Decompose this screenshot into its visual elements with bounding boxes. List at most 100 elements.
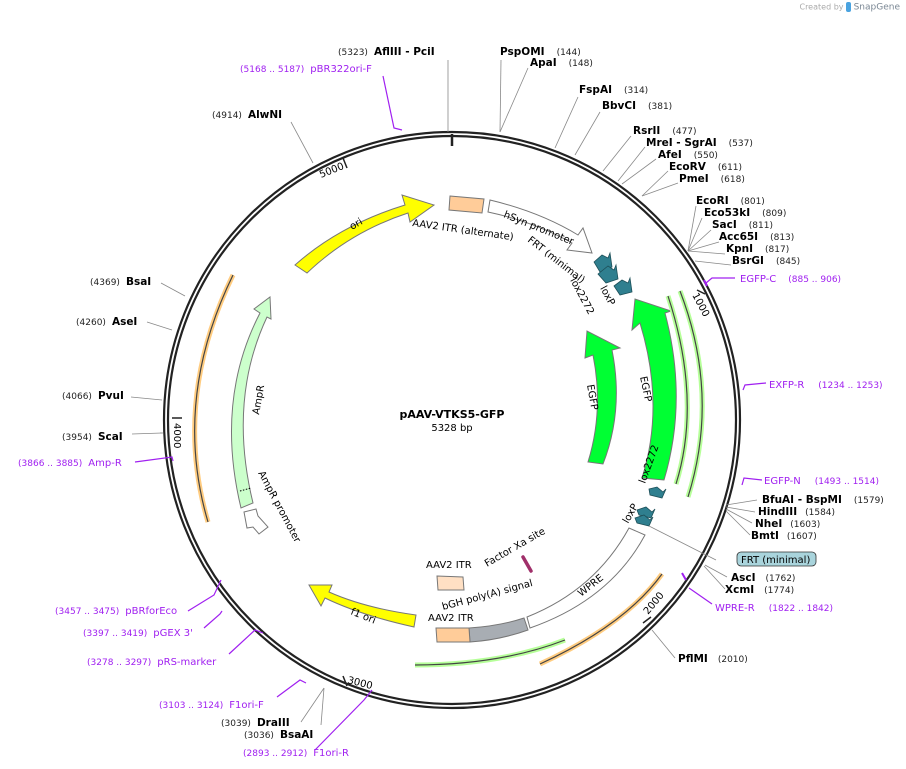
primer-name-pbr322ori-f: pBR322ori-F: [310, 64, 372, 75]
svg-text:XcmI(1774): XcmI(1774): [725, 584, 794, 596]
svg-text:PflMI(2010): PflMI(2010): [678, 653, 748, 665]
svg-text:MreI - SgrAI(537): MreI - SgrAI(537): [646, 137, 753, 149]
feature-ampr-promoter[interactable]: AmpR promoter: [243, 469, 303, 545]
tick-4000: 4000: [171, 423, 182, 448]
primer-name-egfp-c: EGFP-C: [740, 274, 776, 285]
svg-text:FspAI(314): FspAI(314): [579, 84, 648, 96]
enzyme-name-saci: SacI: [712, 219, 737, 231]
plasmid-name: pAAV-VTKS5-GFP: [400, 408, 505, 421]
feature-itr-inner-label: AAV2 ITR: [426, 560, 472, 571]
feature-factor-xa-site[interactable]: Factor Xa site: [483, 526, 547, 573]
svg-text:(3866 .. 3885)Amp-R: (3866 .. 3885)Amp-R: [18, 458, 122, 469]
enzyme-name-ecorv: EcoRV: [669, 161, 707, 173]
feature-ampr-promoter-label: AmpR promoter: [255, 469, 302, 545]
feature-egfp-outer-label: EGFP: [637, 375, 653, 403]
svg-text:(4260)AseI: (4260)AseI: [76, 316, 137, 328]
enzyme-name-ecori: EcoRI: [696, 195, 729, 207]
egfp-primer-arcs: [665, 290, 705, 498]
feature-f1-ori[interactable]: f1 ori: [308, 584, 417, 628]
credit-brand: SnapGene: [853, 2, 900, 13]
enzyme-name-asei: AseI: [112, 316, 137, 328]
primer-name-f1ori-r: F1ori-R: [313, 748, 349, 759]
primer-name-pbrforeco: pBRforEco: [125, 606, 177, 617]
enzyme-name-pflmi: PflMI: [678, 653, 708, 665]
feature-egfp-outer[interactable]: EGFP: [631, 298, 677, 481]
frt-minimal-box[interactable]: FRT (minimal): [648, 525, 817, 567]
enzyme-name-pvui: PvuI: [98, 390, 124, 402]
enzyme-name-xcmi: XcmI: [725, 584, 754, 596]
svg-text:(5168 .. 5187)pBR322ori-F: (5168 .. 5187)pBR322ori-F: [240, 64, 372, 75]
svg-text:EcoRV(611): EcoRV(611): [669, 161, 742, 173]
svg-text:NheI(1603): NheI(1603): [755, 518, 820, 530]
enzyme-name-bsrgi: BsrGI: [732, 255, 764, 267]
enzyme-labels: (5323) AflIII - PciI PspOMI(144) ApaI(148…: [62, 46, 884, 741]
enzyme-name-rsrii: RsrII: [633, 125, 660, 137]
svg-text:(3103 .. 3124)F1ori-F: (3103 .. 3124)F1ori-F: [159, 700, 264, 711]
primer-name-wpre-r: WPRE-R: [715, 603, 755, 614]
feature-ampr-label: AmpR: [251, 384, 267, 415]
svg-text:(4369)BsaI: (4369)BsaI: [90, 276, 151, 288]
enzyme-name-pmei: PmeI: [679, 173, 709, 185]
enzyme-name-pspomi: PspOMI: [500, 46, 545, 58]
enzyme-name-kpni: KpnI: [726, 243, 753, 255]
enzyme-name-aflIII-pciI: AflIII - PciI: [374, 46, 435, 58]
svg-text:ApaI(148): ApaI(148): [530, 57, 593, 69]
primer-name-f1ori-f: F1ori-F: [229, 700, 264, 711]
feature-itr-alt-label: AAV2 ITR (alternate): [412, 218, 515, 243]
enzyme-name-nhei: NheI: [755, 518, 782, 530]
enzyme-name-bsaai: BsaAI: [280, 729, 313, 741]
svg-text:(3397 .. 3419)pGEX 3': (3397 .. 3419)pGEX 3': [83, 628, 193, 639]
feature-factor-xa-label: Factor Xa site: [483, 526, 547, 570]
svg-text:EGFP-N(1493 .. 1514): EGFP-N(1493 .. 1514): [764, 476, 879, 487]
feature-loxp-top[interactable]: loxP: [597, 276, 633, 308]
enzyme-name-apai: ApaI: [530, 57, 557, 69]
svg-text:(3039)DraIII: (3039)DraIII: [221, 717, 290, 729]
feature-aav2-itr-inner[interactable]: AAV2 ITR: [426, 560, 472, 591]
svg-text:EGFP-C(885 .. 906): EGFP-C(885 .. 906): [740, 274, 841, 285]
enzyme-name-mrei-sgrai: MreI - SgrAI: [646, 137, 717, 149]
feature-lox2272-top[interactable]: lox2272: [567, 251, 619, 317]
enzyme-leaders: [130, 59, 758, 726]
primer-name-pgex-3: pGEX 3': [153, 628, 193, 639]
svg-text:AscI(1762): AscI(1762): [731, 572, 795, 584]
svg-text:EXFP-R(1234 .. 1253): EXFP-R(1234 .. 1253): [769, 380, 883, 391]
svg-text:Eco53kI(809): Eco53kI(809): [704, 207, 786, 219]
snapgene-credit: Created by SnapGene: [799, 2, 900, 13]
left-primer-arc: [192, 273, 236, 523]
enzyme-name-bfuai-bspmi: BfuAI - BspMI: [762, 494, 842, 506]
credit-prefix: Created by: [799, 2, 844, 12]
svg-text:(3036)BsaAI: (3036)BsaAI: [244, 729, 313, 741]
feature-ori[interactable]: ori: [294, 194, 436, 274]
svg-text:KpnI(817): KpnI(817): [726, 243, 789, 255]
svg-text:(4066)PvuI: (4066)PvuI: [62, 390, 124, 402]
feature-egfp-inner-label: EGFP: [584, 384, 599, 411]
primer-name-egfp-n: EGFP-N: [764, 476, 801, 487]
feature-aav2-itr-bottom[interactable]: AAV2 ITR: [428, 613, 474, 643]
svg-text:PmeI(618): PmeI(618): [679, 173, 745, 185]
enzyme-name-scai: ScaI: [98, 431, 123, 443]
enzyme-name-fspai: FspAI: [579, 84, 612, 96]
feature-egfp-inner[interactable]: EGFP: [584, 330, 622, 465]
svg-text:HindIII(1584): HindIII(1584): [758, 506, 835, 518]
svg-text:SacI(811): SacI(811): [712, 219, 773, 231]
feature-loxp-top-label: loxP: [597, 284, 616, 307]
svg-text:(2893 .. 2912)F1ori-R: (2893 .. 2912)F1ori-R: [243, 748, 349, 759]
snapgene-logo-icon: [846, 2, 852, 12]
feature-loxp-bottom[interactable]: loxP: [621, 502, 656, 527]
enzyme-name-afei: AfeI: [658, 149, 682, 161]
svg-text:(3457 .. 3475)pBRforEco: (3457 .. 3475)pBRforEco: [55, 606, 177, 617]
svg-text:PspOMI(144): PspOMI(144): [500, 46, 581, 58]
enzyme-pos: (5323): [338, 48, 368, 58]
primer-leaders: [134, 75, 767, 751]
svg-text:(5323)AflIII - PciI: (5323) AflIII - PciI: [338, 46, 435, 58]
enzyme-name-eco53ki: Eco53kI: [704, 207, 750, 219]
primer-name-prs-marker: pRS-marker: [157, 657, 217, 668]
svg-text:(4914)AlwNI: (4914)AlwNI: [212, 109, 282, 121]
enzyme-name-draiii: DraIII: [257, 717, 290, 729]
enzyme-name-hindiii: HindIII: [758, 506, 797, 518]
svg-text:(3954)ScaI: (3954)ScaI: [62, 431, 123, 443]
feature-ampr[interactable]: AmpR: [231, 296, 272, 509]
svg-text:(3278 .. 3297)pRS-marker: (3278 .. 3297)pRS-marker: [87, 657, 217, 668]
svg-text:RsrII(477): RsrII(477): [633, 125, 697, 137]
